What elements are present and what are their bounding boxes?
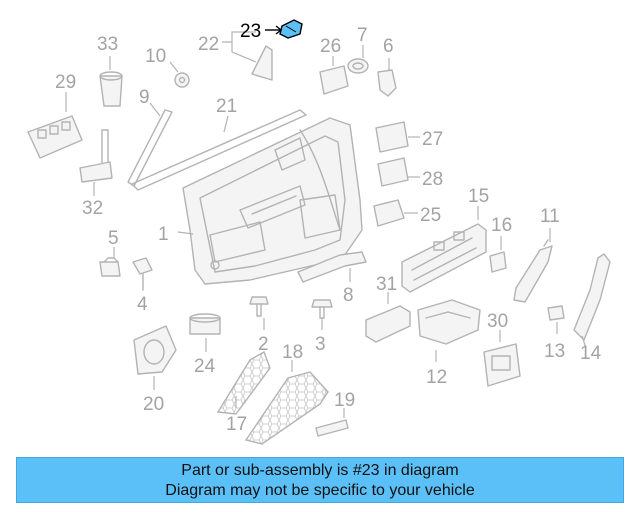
callout-17: 17 <box>226 414 247 435</box>
part-17-grille <box>216 350 271 415</box>
callout-18: 18 <box>282 342 303 363</box>
part-28-switch <box>377 157 409 187</box>
part-33-cup-holder <box>99 71 123 107</box>
callout-20: 20 <box>143 394 164 415</box>
callout-3: 3 <box>315 334 326 355</box>
callout-32: 32 <box>82 198 103 219</box>
callout-1: 1 <box>158 224 169 245</box>
part-29-master-switch <box>27 115 83 159</box>
part-15-switch-panel <box>401 223 487 293</box>
parts-diagram: 1 2 3 4 5 6 7 8 9 <box>27 19 611 445</box>
part-12-bezel <box>417 299 481 345</box>
part-20-bracket <box>133 325 177 375</box>
part-30-switch-module <box>483 343 521 387</box>
callout-16: 16 <box>491 215 512 236</box>
part-18-grille <box>244 371 329 445</box>
callout-5: 5 <box>108 228 119 249</box>
callout-22: 22 <box>198 34 219 55</box>
banner-line-1: Part or sub-assembly is #23 in diagram <box>181 462 459 479</box>
callout-31: 31 <box>376 274 397 295</box>
part-9-molding <box>127 109 173 187</box>
callout-21: 21 <box>216 96 237 117</box>
part-8-armrest <box>297 251 367 283</box>
callout-8: 8 <box>343 285 354 306</box>
callout-25: 25 <box>420 205 441 226</box>
callout-19: 19 <box>334 390 355 411</box>
part-31-switch <box>365 305 411 343</box>
part-11-handle-strip <box>513 239 553 303</box>
info-banner: Part or sub-assembly is #23 in diagram D… <box>16 457 624 503</box>
part-32-bracket <box>79 129 113 183</box>
part-16-switch <box>489 251 507 273</box>
part-26-switch <box>319 65 349 95</box>
part-1-door-panel <box>182 117 363 285</box>
callout-13: 13 <box>544 341 565 362</box>
part-22-mirror-cover <box>251 45 273 81</box>
part-25-switch <box>373 199 405 227</box>
part-3-screw <box>311 299 333 319</box>
callout-26: 26 <box>320 36 341 57</box>
part-5-plug <box>99 257 121 277</box>
callout-27: 27 <box>422 129 443 150</box>
callout-30: 30 <box>487 311 508 332</box>
part-13-clip <box>547 305 565 321</box>
callout-4: 4 <box>137 294 148 315</box>
callout-9: 9 <box>139 87 150 108</box>
part-6-bracket <box>377 69 397 97</box>
callout-15: 15 <box>468 186 489 207</box>
callout-10: 10 <box>145 46 166 67</box>
part-7-grommet <box>347 58 369 74</box>
part-19-reflector <box>315 419 349 437</box>
callout-12: 12 <box>426 367 447 388</box>
banner-line-2: Diagram may not be specific to your vehi… <box>165 482 475 499</box>
callout-11: 11 <box>540 206 560 227</box>
callout-29: 29 <box>55 72 76 93</box>
part-23-clip-highlighted <box>279 19 303 39</box>
callout-14: 14 <box>580 343 602 364</box>
callout-23: 23 <box>240 21 261 42</box>
callout-2: 2 <box>258 334 269 355</box>
callout-6: 6 <box>383 36 394 57</box>
part-27-switch <box>375 121 409 153</box>
part-24-clip <box>189 313 221 335</box>
part-14-pillar-trim <box>573 253 611 341</box>
part-4-retainer <box>132 257 153 291</box>
callout-33: 33 <box>97 34 118 55</box>
callout-7: 7 <box>357 25 368 46</box>
part-2-clip <box>249 296 269 317</box>
callout-24: 24 <box>194 356 216 377</box>
part-10-washer <box>174 72 190 88</box>
callout-28: 28 <box>422 169 443 190</box>
part-21-weatherstrip <box>131 109 307 191</box>
